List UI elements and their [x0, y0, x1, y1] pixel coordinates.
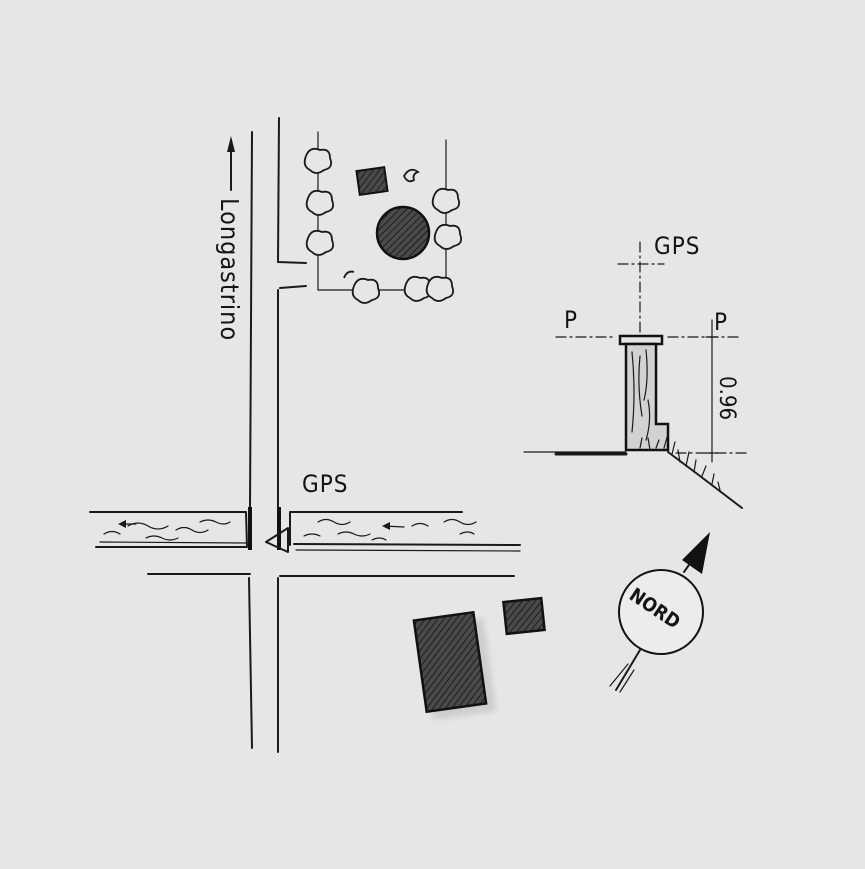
road-direction-arrow-icon: [227, 136, 235, 191]
garden-fountain: [375, 205, 431, 261]
tree-icon: [303, 147, 463, 304]
canal: [89, 507, 521, 553]
garden-small-building: [355, 166, 389, 196]
height-label: 0.96: [714, 376, 739, 420]
road-longastrino: [248, 117, 280, 753]
garden: [303, 131, 463, 304]
gps-label-map: GPS: [302, 470, 348, 498]
flow-arrow-icon: [118, 520, 405, 530]
buildings: [412, 596, 546, 720]
benchmark-pillar-icon: [618, 334, 670, 452]
p-label-right: P: [714, 308, 727, 336]
north-arrow-icon: NORD: [609, 532, 710, 693]
gps-point-marker-icon: [265, 527, 289, 553]
p-label-left: P: [564, 306, 577, 334]
building-small: [502, 596, 546, 636]
ground-line: [523, 433, 743, 509]
benchmark-detail: GPS P P 0.96: [523, 232, 749, 509]
road-network: Longastrino: [147, 117, 515, 753]
building-large: [412, 610, 488, 714]
gps-label-detail: GPS: [654, 232, 700, 260]
road-label: Longastrino: [215, 198, 244, 341]
garden-access: [277, 261, 307, 289]
road-crossing: [147, 573, 515, 577]
